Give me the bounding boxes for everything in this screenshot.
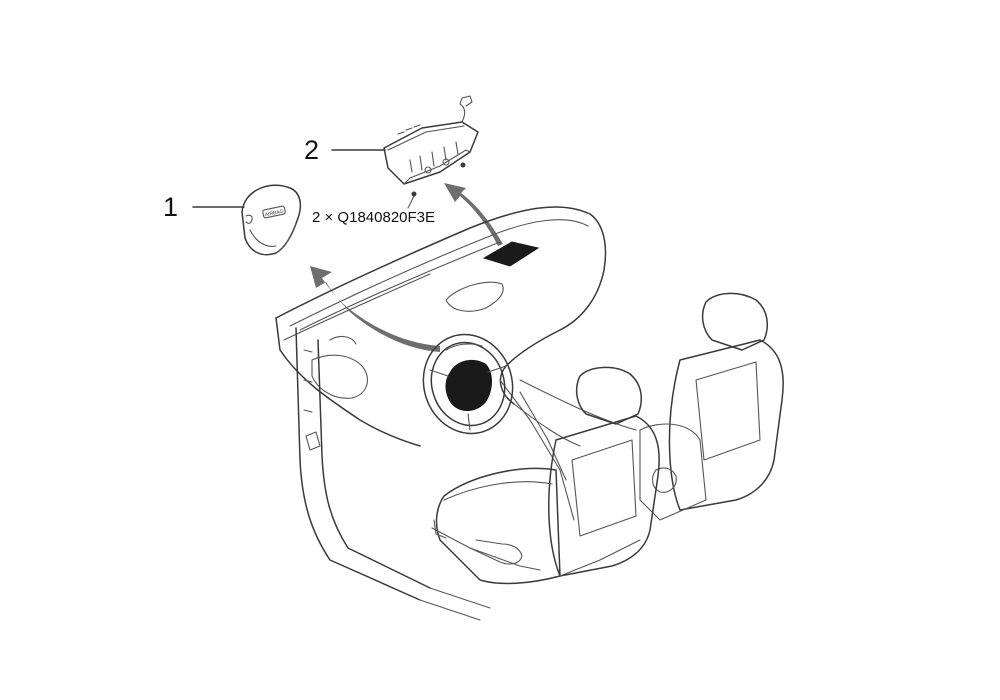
passenger-airbag-module [383, 95, 479, 197]
floor-lines [419, 539, 641, 621]
passenger-airbag-location [482, 241, 540, 267]
arrow-to-driver-airbag [310, 266, 440, 352]
vehicle-interior [275, 206, 637, 601]
steering-wheel [422, 333, 514, 435]
screw-icon [460, 162, 466, 168]
arrow-to-passenger-airbag [444, 183, 503, 246]
driver-seat [431, 366, 660, 585]
callout-number-2: 2 [304, 135, 320, 165]
driver-airbag-module: AIRBAG [241, 184, 302, 256]
leader-lines [192, 149, 415, 209]
leader-line-fastener [407, 195, 415, 209]
screw-icon [411, 191, 417, 197]
driver-airbag-location [445, 359, 492, 411]
callout-number-1: 1 [163, 192, 179, 222]
passenger-seat [639, 292, 784, 521]
fastener-part-code: 2 × Q1840820F3E [312, 209, 436, 226]
location-arrows [310, 183, 503, 352]
fastener-screws [411, 162, 466, 197]
airbag-badge-text: AIRBAG [264, 209, 284, 219]
airbag-badge: AIRBAG [262, 205, 286, 219]
